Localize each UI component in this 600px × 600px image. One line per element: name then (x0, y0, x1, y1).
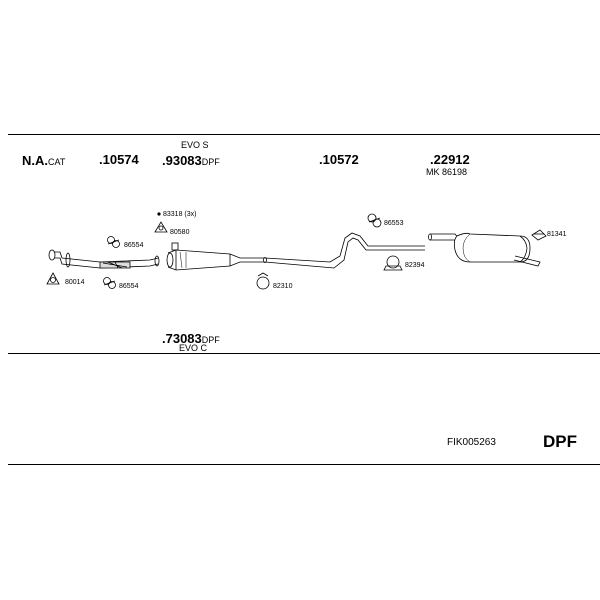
middle-pipe (263, 232, 425, 269)
variant-evo-s: EVO S (181, 140, 209, 150)
accessory-80580: 80580 (170, 229, 190, 236)
part-22912: .22912 (430, 152, 470, 167)
bottom-border (8, 464, 600, 465)
accessory-82394: 82394 (405, 262, 425, 269)
part-10574: .10574 (99, 152, 139, 167)
hanger-86554-top-icon (107, 236, 120, 248)
clamp-80580-icon (154, 221, 168, 233)
accessory-86554-top: 86554 (124, 242, 144, 249)
article-code: FIK005263 (447, 437, 496, 448)
hanger-86554-bottom-icon (103, 277, 116, 289)
accessory-80014: 80014 (65, 279, 85, 286)
variant-evo-c: EVO C (179, 343, 208, 353)
clamp-82310-icon (256, 272, 270, 290)
type-label: DPF (543, 432, 577, 451)
hanger-81341-icon (531, 229, 547, 241)
front-pipe (48, 249, 160, 269)
clamp-82394-icon (383, 255, 403, 271)
part-73083: .73083DPF (162, 331, 220, 346)
accessory-82310: 82310 (273, 283, 293, 290)
accessory-86553: 86553 (384, 220, 404, 227)
accessory-81341: 81341 (547, 231, 567, 238)
top-border (8, 134, 600, 135)
accessory-86554-bottom: 86554 (119, 283, 139, 290)
part-10572: .10572 (319, 152, 359, 167)
section-divider (8, 353, 600, 354)
na-cat-label: N.A.CAT (22, 153, 66, 168)
mk-86198: MK 86198 (426, 167, 468, 177)
dpf-unit (157, 212, 265, 271)
accessory-83318: 83318 (3x) (163, 211, 197, 218)
rear-silencer (428, 232, 541, 267)
hanger-86553-icon (367, 213, 382, 228)
gasket-80014-icon (46, 272, 60, 285)
part-93083: .93083DPF (162, 153, 220, 168)
